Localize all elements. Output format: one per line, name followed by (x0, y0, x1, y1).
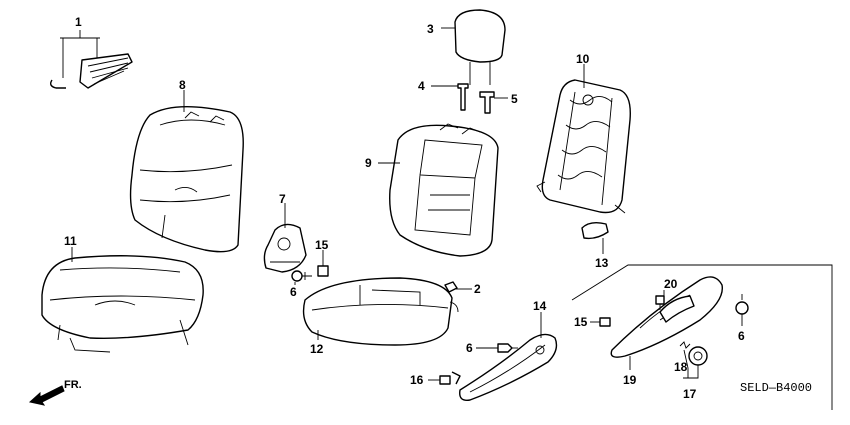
callout-14: 14 (533, 299, 547, 313)
callout-18: 18 (674, 360, 688, 374)
part-12-cushion-cover (302, 277, 459, 346)
part-6-bolt-middle (497, 343, 518, 353)
callout-15-upper: 15 (315, 238, 329, 252)
callout-13: 13 (595, 256, 609, 270)
part-6-bolt-left (291, 270, 312, 282)
callout-20: 20 (664, 277, 678, 291)
callout-1: 1 (75, 15, 82, 29)
part-14-side-trim (459, 333, 558, 401)
callout-3: 3 (427, 22, 434, 36)
part-15-clip-inset (599, 317, 611, 327)
part-16-clip (439, 371, 461, 385)
part-9-back-cover (389, 123, 499, 257)
part-1-clip-kit (49, 37, 133, 89)
callout-19: 19 (623, 373, 637, 387)
part-4-guide (457, 83, 469, 111)
part-19-side-garnish (610, 276, 724, 358)
callout-6-left: 6 (290, 285, 297, 299)
part-10-back-frame (536, 79, 631, 214)
part-2-clip (444, 281, 458, 293)
direction-label: FR. (64, 379, 82, 391)
callout-11: 11 (64, 234, 77, 248)
callout-15-inset: 15 (574, 315, 588, 329)
callout-6-inset: 6 (738, 329, 745, 343)
callout-10: 10 (576, 52, 590, 66)
part-3-headrest (454, 9, 506, 85)
part-18-spring-clip (679, 341, 691, 349)
part-13-knob (581, 221, 609, 240)
callout-9: 9 (365, 156, 372, 170)
callout-12: 12 (310, 342, 324, 356)
diagram-code: SELD—B4000 (740, 381, 812, 395)
part-6-bolt-inset (735, 294, 749, 315)
callout-8: 8 (179, 78, 186, 92)
callout-17: 17 (683, 387, 697, 401)
part-20-screw (655, 295, 665, 310)
part-11-seat-cushion (41, 255, 204, 353)
callout-2: 2 (474, 282, 481, 296)
part-8-seat-back (129, 106, 244, 253)
callout-7: 7 (279, 192, 286, 206)
part-7-hinge-cover (263, 223, 307, 273)
callout-16: 16 (410, 373, 424, 387)
leader-lines (71, 27, 743, 381)
callout-6-middle: 6 (466, 341, 473, 355)
part-15-clip-upper (317, 265, 329, 277)
callout-5: 5 (511, 92, 518, 106)
inset-box (571, 264, 833, 410)
front-direction-arrow: FR. (28, 379, 82, 406)
part-17-knob (688, 346, 708, 366)
part-5-guide (479, 91, 495, 114)
callout-4: 4 (418, 79, 425, 93)
